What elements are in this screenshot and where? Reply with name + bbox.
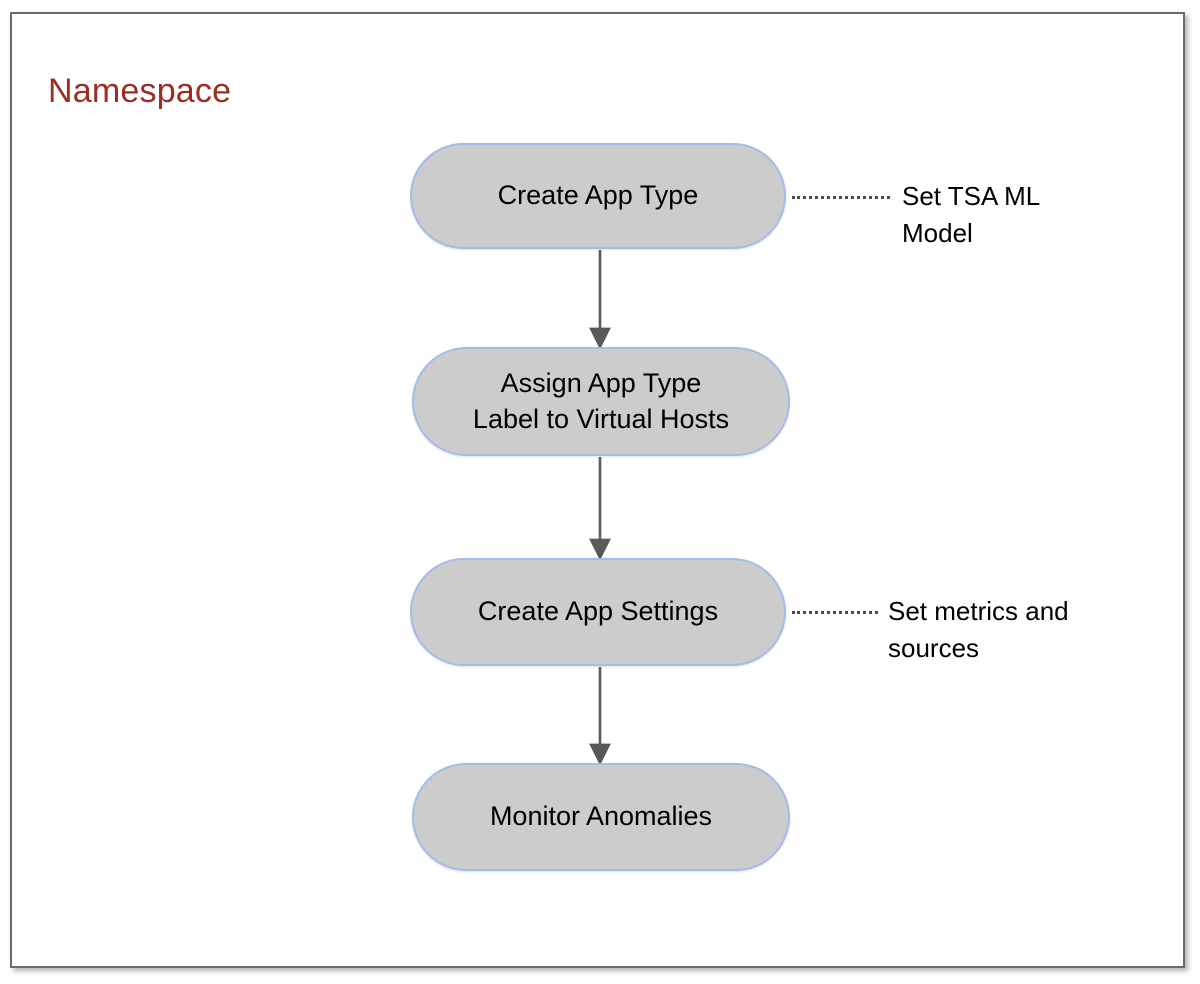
node-assign-app-type-label: Assign App Type Label to Virtual Hosts xyxy=(472,367,730,434)
node-assign-app-type[interactable]: Assign App Type Label to Virtual Hosts xyxy=(412,347,790,456)
callout-connector-metrics-sources xyxy=(792,611,878,614)
node-create-app-settings[interactable]: Create App Settings xyxy=(410,558,786,666)
node-monitor-anomalies-label: Monitor Anomalies xyxy=(489,801,713,832)
node-create-app-settings-label: Create App Settings xyxy=(477,596,719,627)
node-monitor-anomalies[interactable]: Monitor Anomalies xyxy=(412,763,790,871)
node-create-app-type[interactable]: Create App Type xyxy=(410,143,786,249)
node-create-app-type-label: Create App Type xyxy=(497,180,699,211)
namespace-title: Namespace xyxy=(48,72,232,110)
callout-connector-tsa-ml-model xyxy=(792,196,890,199)
callout-label-metrics-sources: Set metrics and sources xyxy=(888,596,1069,663)
callout-label-tsa-ml-model: Set TSA ML Model xyxy=(902,181,1041,248)
